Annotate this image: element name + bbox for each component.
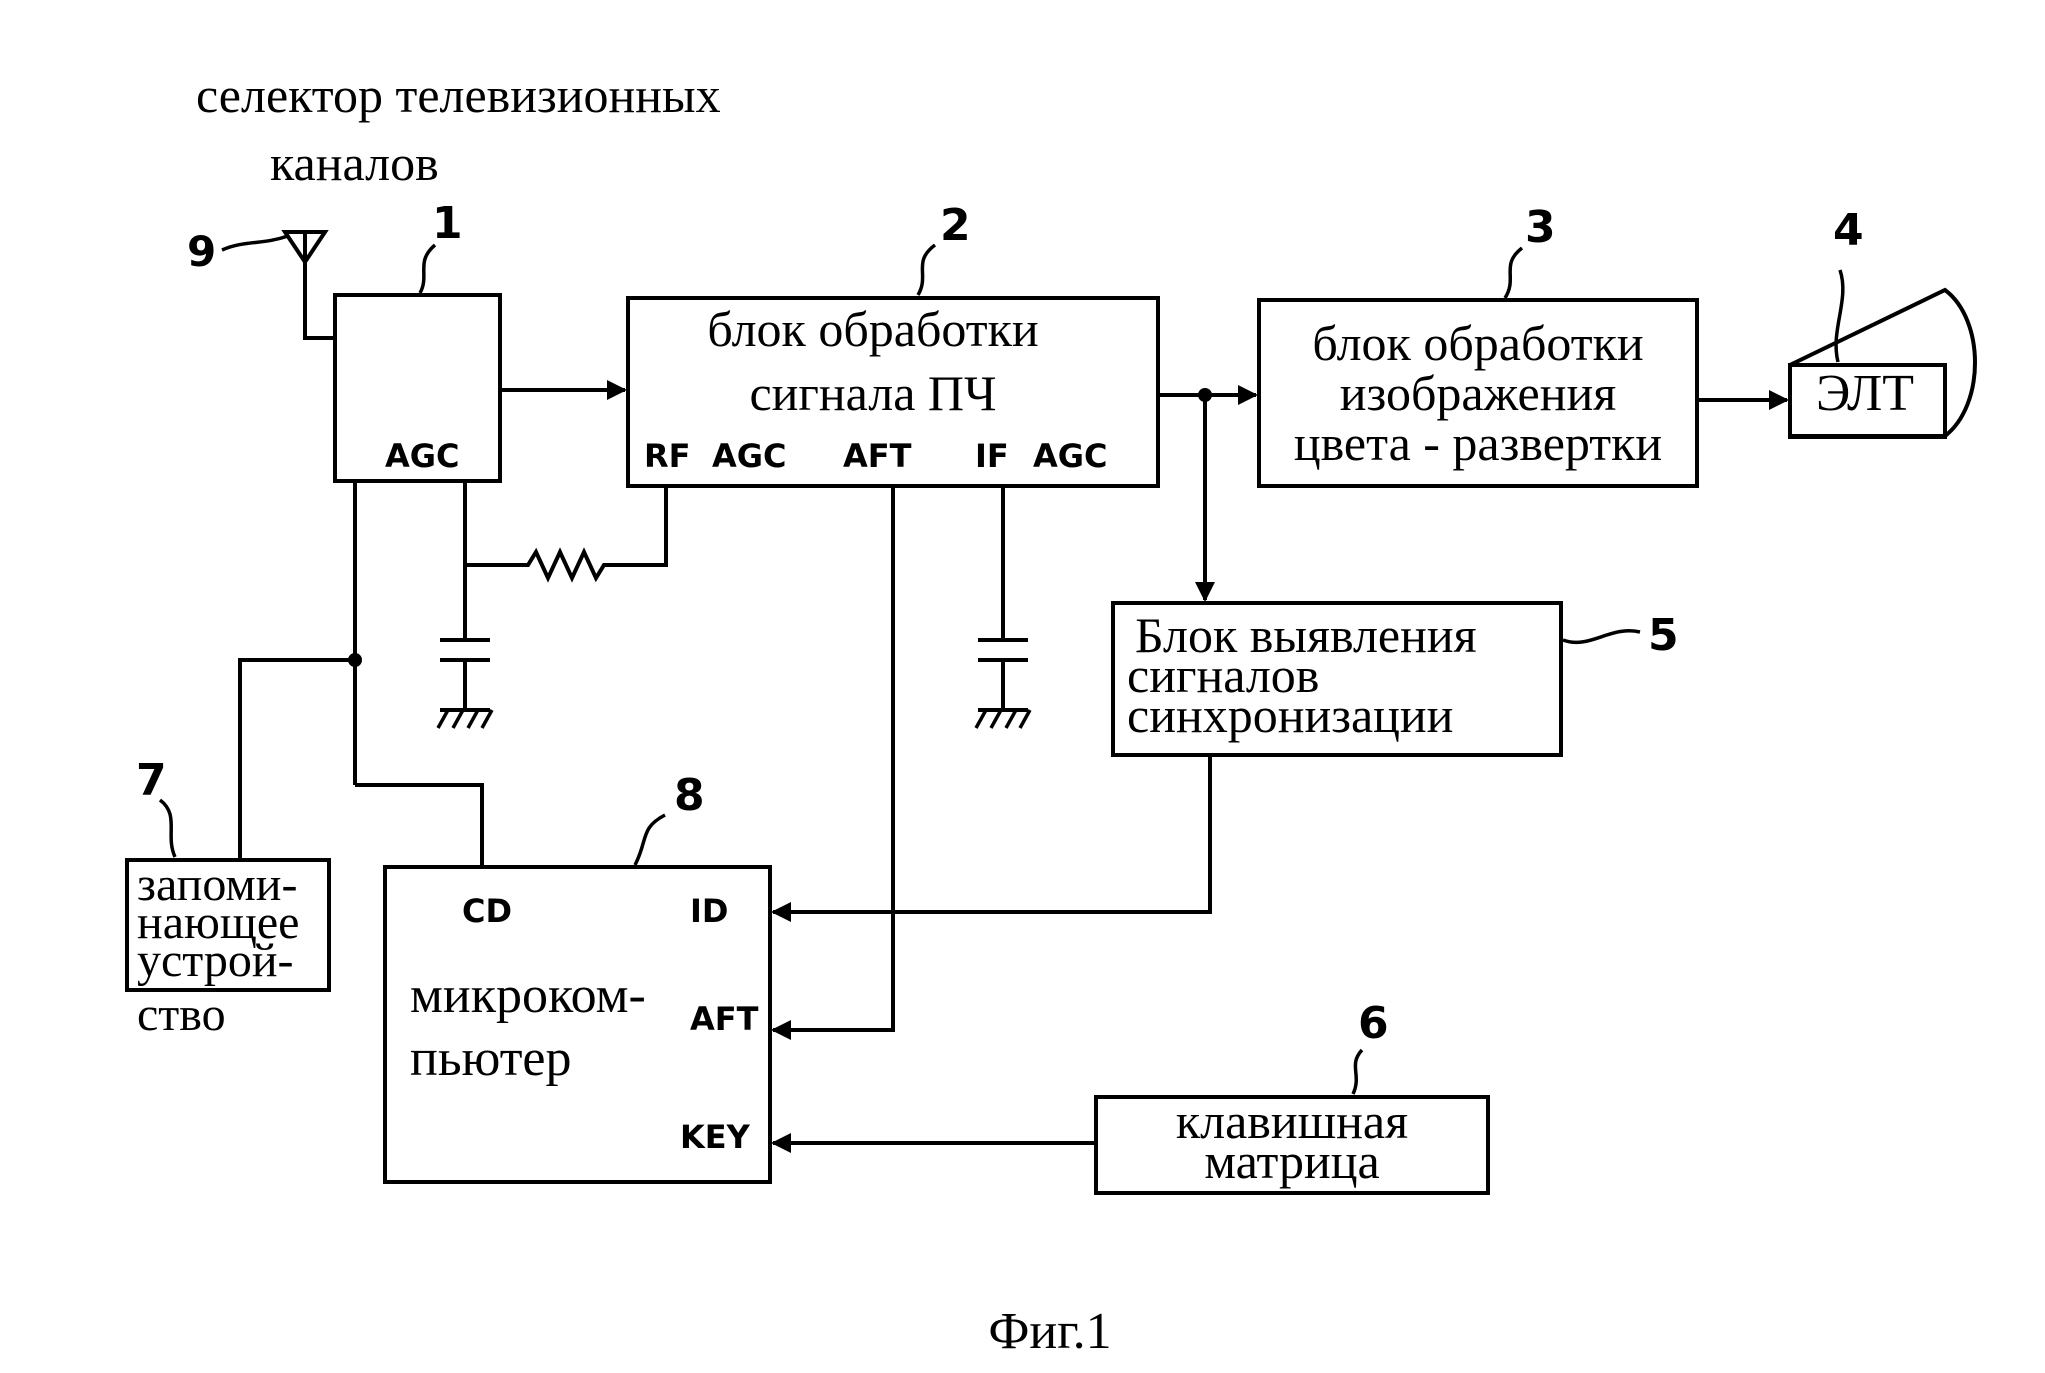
tuner-number: 1 [432,198,463,249]
mcu-pin-id: ID [690,892,728,930]
memory-line1: запоми- [137,858,297,911]
memory-box [125,858,331,992]
color-block-number: 3 [1525,202,1556,253]
color-block-line2: изображения [1340,365,1616,421]
mcu-leader [633,813,666,866]
if-pin-aft: AFT [843,437,912,475]
resistor-rf-agc [465,486,668,583]
if-pin-if: IF [975,437,1009,475]
mcu-line2: пьютер [410,1030,572,1087]
crt-leader [1834,269,1845,363]
antenna-leader [221,234,289,252]
mcu-pin-aft: AFT [690,1000,759,1038]
wire-sync-to-mcu-id [771,755,1212,922]
memory-line4: ство [137,988,226,1041]
selector-caption-line2: каналов [270,135,439,191]
keyboard-line2: матрица [1204,1133,1379,1189]
sync-block-box [1111,601,1563,757]
figure-caption: Фиг.1 [988,1303,1111,1360]
if-block-number: 2 [940,200,971,251]
crt-label: ЭЛТ [1816,365,1914,422]
keyboard-leader [1351,1048,1364,1095]
capacitor-ground-2 [974,638,1032,729]
memory-number: 7 [136,755,167,806]
mcu-box [383,865,772,1184]
color-block-leader [1503,246,1524,299]
color-block-line3: цвета - развертки [1294,415,1662,471]
crt-icon [1788,287,1977,439]
color-block-line1: блок обработки [1312,315,1643,371]
if-pin-agc1: AGC [712,437,787,475]
capacitor-ground-1 [436,638,494,729]
selector-caption-line1: селектор телевизионных [196,67,721,123]
wire-agc-to-mcu-cd [355,783,484,867]
tuner-leader [418,243,437,294]
if-block-line1: блок обработки [707,301,1038,357]
wire-aft-to-mcu [771,486,895,1040]
if-pin-agc2: AGC [1033,437,1108,475]
keyboard-number: 6 [1358,998,1389,1049]
sync-block-leader [1562,629,1641,645]
keyboard-line1: клавишная [1176,1093,1408,1149]
sync-block-line3: синхронизации [1127,687,1453,743]
crt-number: 4 [1833,205,1864,256]
antenna-number: 9 [187,227,216,276]
mcu-pin-key: KEY [680,1118,751,1156]
memory-leader [158,798,177,858]
mcu-pin-cd: CD [462,892,512,930]
mcu-line1: микроком- [410,967,646,1024]
tuner-pin-agc: AGC [385,437,460,475]
memory-line2: нающее [137,896,299,949]
sync-block-number: 5 [1648,610,1679,661]
if-block-line2: сигнала ПЧ [749,365,996,421]
if-block-leader [916,243,937,296]
antenna-icon [281,230,335,340]
sync-block-line1: Блок выявления [1135,607,1477,663]
color-block-box [1257,298,1699,488]
mcu-number: 8 [674,770,705,821]
if-pin-rf: RF [644,437,691,475]
memory-line3: устрой- [137,934,294,987]
wire-agc-to-memory [238,658,355,860]
sync-block-line2: сигналов [1127,647,1319,703]
